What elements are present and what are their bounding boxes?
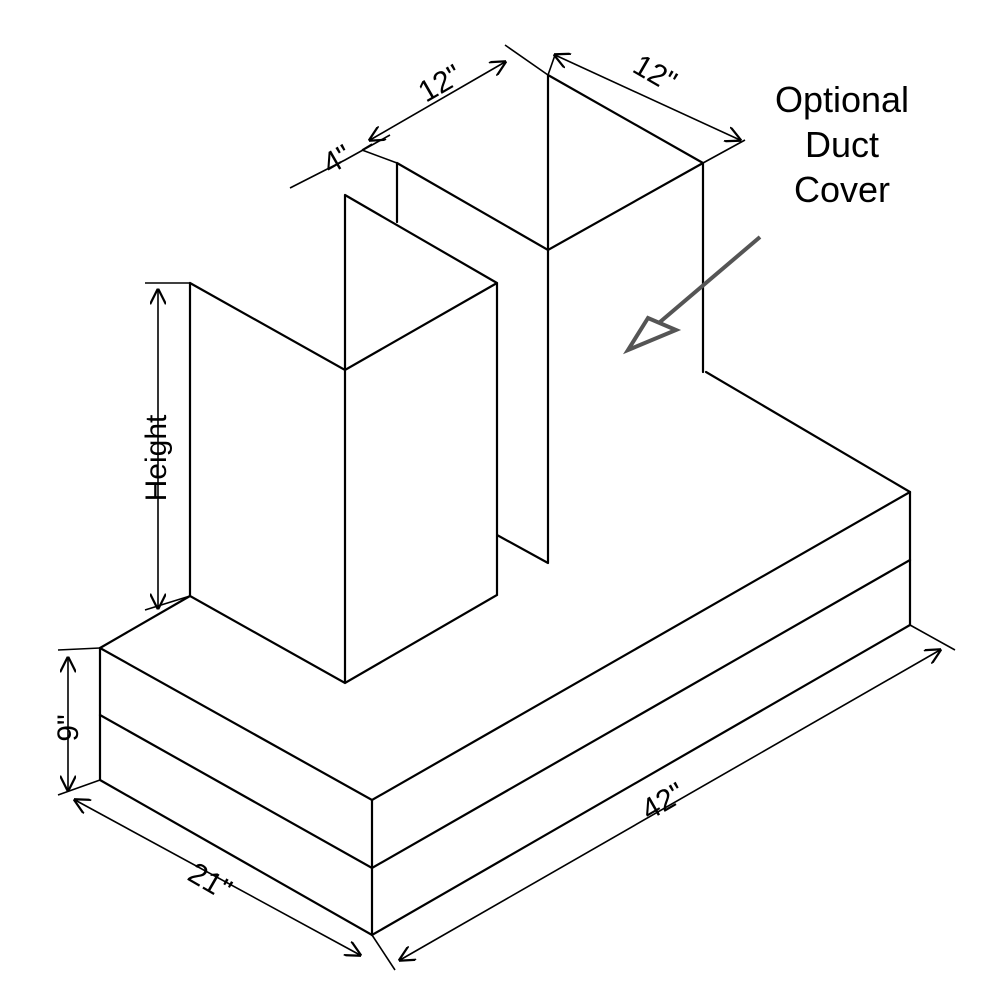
callout-line2: Duct (805, 124, 879, 165)
callout-line1: Optional (775, 79, 909, 120)
hood-height-label: 9" (52, 714, 85, 741)
duct-gap-label: 4" (317, 139, 357, 181)
callout-line3: Cover (794, 169, 890, 210)
callout-arrow (622, 235, 762, 355)
hood-depth-label: 21" (182, 856, 237, 907)
dimension-lines (57, 44, 956, 971)
left-duct-cover (188, 193, 499, 685)
height-label: Height (140, 414, 173, 501)
duct-width-left-label: 12" (413, 58, 468, 109)
